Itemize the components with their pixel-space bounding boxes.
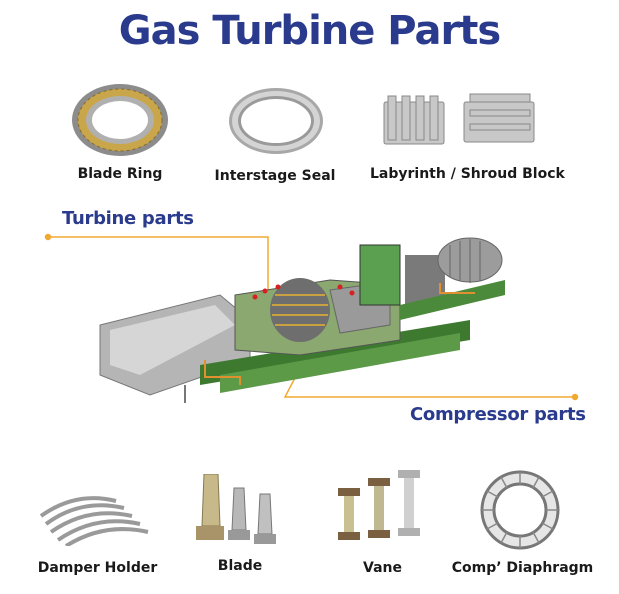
gas-turbine-cutaway-illustration <box>0 225 619 415</box>
comp-diaphragm-icon <box>480 470 560 550</box>
compressor-parts-callout: Compressor parts <box>410 404 586 425</box>
turbine-parts-callout: Turbine parts <box>62 208 194 229</box>
interstage-seal-icon <box>226 84 326 158</box>
vane-label: Vane <box>363 560 402 576</box>
labyrinth-shroud-block-label: Labyrinth / Shroud Block <box>370 166 565 182</box>
blade-label: Blade <box>217 558 263 574</box>
blade-ring-label: Blade Ring <box>77 166 163 182</box>
page-title: Gas Turbine Parts <box>118 8 501 54</box>
damper-holder-label: Damper Holder <box>37 560 158 576</box>
blade-icon <box>190 474 290 554</box>
interstage-seal-label: Interstage Seal <box>214 168 336 184</box>
vane-icon <box>336 470 426 546</box>
labyrinth-shroud-block-icon <box>380 92 540 152</box>
turbine-leader-line <box>44 233 269 295</box>
comp-diaphragm-label: Comp’ Diaphragm <box>451 560 594 576</box>
blade-ring-icon <box>70 80 170 160</box>
damper-holder-icon <box>36 486 156 546</box>
